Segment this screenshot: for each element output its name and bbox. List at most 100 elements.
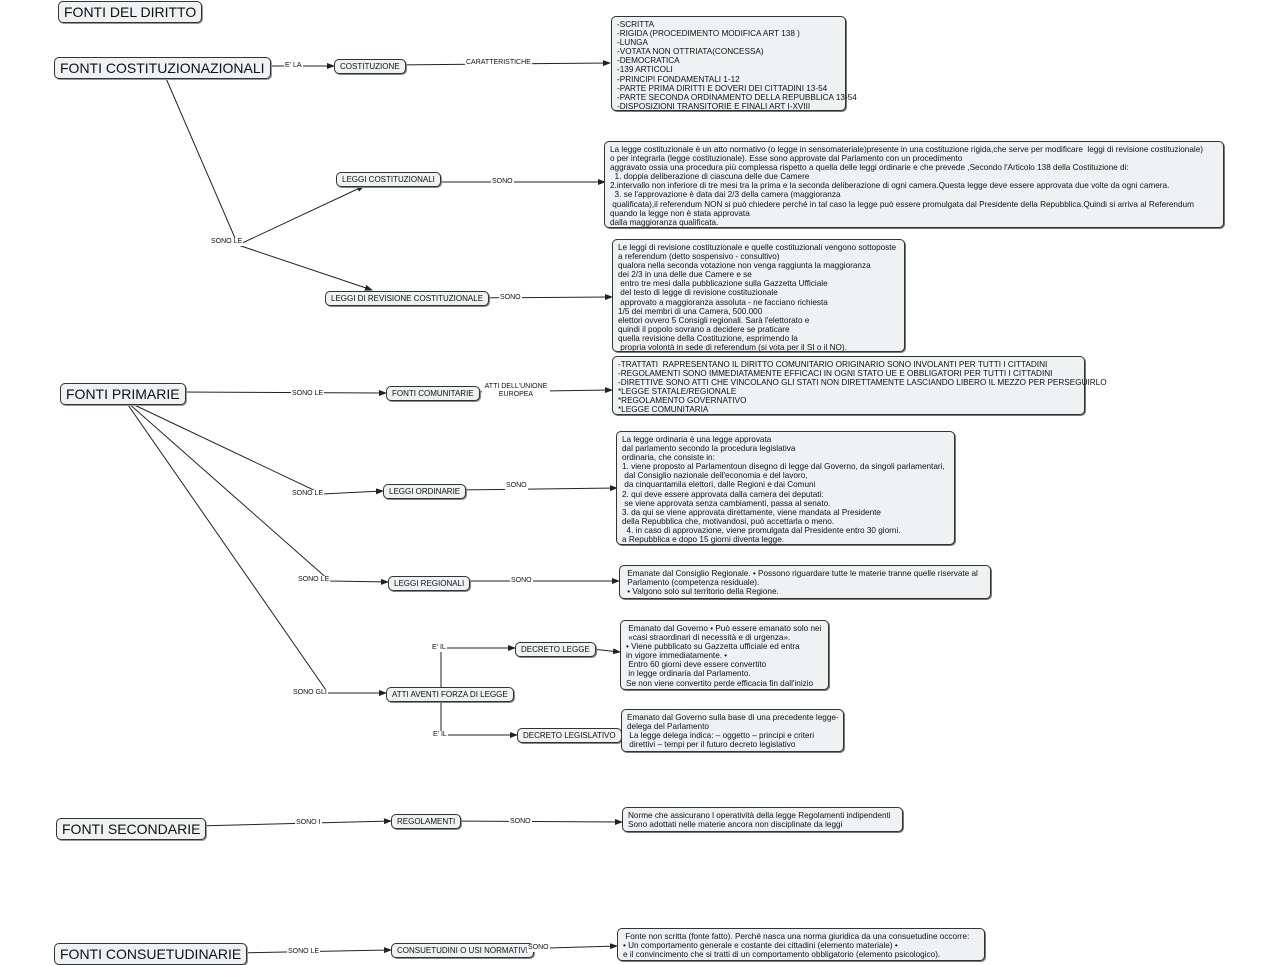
link-label-e-il: E' IL — [432, 731, 448, 739]
info-line: del testo di legge di revisione costituz… — [618, 288, 778, 298]
info-line: • Un comportamento generale e costante d… — [623, 941, 898, 951]
info-decreto-legge: Emanato dal Governo • Può essere emanato… — [620, 620, 829, 690]
node-leggi-regionali[interactable]: LEGGI REGIONALI — [388, 576, 471, 591]
link-line — [164, 75, 365, 246]
link-label-sono-le: SONO LE — [297, 576, 331, 584]
info-line: • Viene pubblicato su Gazzetta ufficiale… — [626, 642, 800, 652]
info-line: -PRINCIPI FONDAMENTALI 1-12 — [617, 74, 740, 84]
info-line: Fonte non scritta (fonte fatto). Perché … — [623, 932, 970, 941]
info-line: 1. viene proposto al Parlamentoun disegn… — [622, 462, 945, 472]
info-line: Entro 60 giorni deve essere convertito — [626, 660, 767, 670]
info-line: 1/5 dei membri di una Camera, 500.000 — [618, 306, 763, 316]
info-line: -DEMOCRATICA — [617, 56, 680, 66]
info-line: quella revisione della Costituzione, esp… — [618, 333, 798, 343]
info-line: a referendum (detto sospensivo - consult… — [618, 252, 780, 262]
link-label-sono-le: SONO LE — [210, 238, 244, 246]
node-decreto-legislativo[interactable]: DECRETO LEGISLATIVO — [517, 728, 622, 743]
node-consuetudini[interactable]: CONSUETUDINI O USI NORMATIVI — [391, 943, 534, 958]
info-line: -LUNGA — [617, 38, 648, 48]
info-line: quando la legge non è stata approvata — [610, 208, 750, 218]
info-line: *LEGGE STATALE/REGIONALE — [618, 387, 737, 397]
info-line: -REGOLAMENTI SONO IMMEDIATAMENTE EFFICAC… — [618, 369, 1053, 379]
info-leggi-revisione: Le leggi di revisione costituzionale e q… — [612, 239, 905, 352]
info-leggi-costituzionali: La legge costituzionale è un atto normat… — [604, 141, 1224, 228]
info-leggi-ordinarie: La legge ordinaria è una legge approvata… — [616, 431, 955, 545]
info-line: 2. qui deve essere approvata dalla camer… — [622, 489, 824, 499]
node-fonti-comunitarie[interactable]: FONTI COMUNITARIE — [386, 386, 480, 401]
info-line: 4. in caso di approvazione, viene promul… — [622, 525, 901, 535]
node-fonti-costituzionali[interactable]: FONTI COSTITUZIONAZIONALI — [54, 57, 271, 79]
info-line: approvato a maggioranza assoluta - ne fa… — [618, 297, 828, 307]
info-line: in legge ordinaria dal Parlamento. — [626, 669, 751, 679]
node-regolamenti[interactable]: REGOLAMENTI — [391, 814, 462, 829]
info-line: -RIGIDA (PROCEDIMENTO MODIFICA ART 138 ) — [617, 29, 800, 39]
link-label-sono-le: SONO LE — [287, 948, 321, 956]
info-line: Emanato dal Governo • Può essere emanato… — [626, 624, 822, 633]
info-caratteristiche-costituzione: -SCRITTA -RIGIDA (PROCEDIMENTO MODIFICA … — [611, 16, 857, 111]
info-line: -139 ARTICOLI — [617, 65, 673, 75]
info-line: La legge ordinaria è una legge approvata — [622, 435, 772, 444]
link-label-sono: SONO — [510, 577, 533, 585]
info-line: 2.intervallo non inferiore di tre mesi t… — [610, 181, 1170, 191]
node-atti-aventi-forza-di-legge[interactable]: ATTI AVENTI FORZA DI LEGGE — [386, 687, 514, 702]
link-label-atti-ue: ATTI DELL'UNIONE EUROPEA — [482, 383, 550, 399]
info-line: e il convincimento che si tratti di un c… — [623, 950, 941, 960]
node-leggi-costituzionali[interactable]: LEGGI COSTITUZIONALI — [336, 172, 441, 187]
info-line: *LEGGE COMUNITARIA — [618, 405, 709, 415]
info-line: La legge costituzionale è un atto normat… — [610, 145, 1204, 154]
info-line: dal Consiglio nazionale dell'economia e … — [622, 471, 808, 481]
link-label-sono-i: SONO I — [295, 819, 322, 827]
link-label-sono: SONO — [509, 818, 532, 826]
link-line — [447, 818, 623, 825]
info-line: Emanate dal Consiglio Regionale. • Posso… — [625, 569, 978, 578]
info-decreto-legislativo: Emanato dal Governo sulla base di una pr… — [621, 709, 844, 752]
link-line — [237, 244, 373, 291]
info-line: 3. se l'approvazione è data dai 2/3 dell… — [610, 190, 841, 200]
info-line: *REGOLAMENTO GOVERNATIVO — [618, 396, 747, 406]
link-line — [126, 401, 389, 585]
info-line: -DISPOSIZIONI TRANSITORIE E FINALI ART I… — [617, 101, 811, 111]
info-regolamenti: Norme che assicurano l operatività della… — [622, 807, 903, 832]
info-line: elettori ovvero 5 Consigli regionali. Sa… — [618, 315, 810, 325]
node-fonti-secondarie[interactable]: FONTI SECONDARIE — [56, 818, 207, 840]
link-label-sono: SONO — [491, 178, 514, 186]
info-line: • Valgono solo sul territorio della Regi… — [625, 587, 779, 597]
info-line: qualora nella seconda votazione non veng… — [618, 261, 871, 271]
node-decreto-legge[interactable]: DECRETO LEGGE — [515, 642, 596, 657]
info-line: dal parlamento secondo la procedura legi… — [622, 444, 796, 454]
info-line: ordinaria, che consiste in: — [622, 453, 715, 463]
info-line: della Repubblica che, motivandosi, può a… — [622, 516, 835, 526]
node-leggi-revisione-costituzionale[interactable]: LEGGI DI REVISIONE COSTITUZIONALE — [325, 291, 490, 306]
info-line: 3. da qui se viene approvata direttament… — [622, 507, 881, 517]
link-label-sono-gli: SONO GLI — [292, 689, 328, 697]
node-costituzione[interactable]: COSTITUZIONE — [334, 59, 406, 74]
info-line: dalla maggioranza qualificata. — [610, 217, 719, 227]
info-line: dei 2/3 in una delle due Camere e se — [618, 270, 752, 280]
info-line: -PARTE PRIMA DIRITTI E DOVERI DEI CITTAD… — [617, 83, 828, 93]
info-line: aggravato ossia una procedura più comple… — [610, 163, 1129, 173]
info-line: Norme che assicurano l operatività della… — [628, 811, 891, 820]
root-node[interactable]: FONTI DEL DIRITTO — [58, 1, 203, 23]
link-label-caratteristiche: CARATTERISTICHE — [465, 59, 532, 67]
link-line — [195, 818, 392, 827]
info-line: -PARTE SECONDA ORDINAMENTO DELLA REPUBBL… — [617, 92, 857, 102]
info-line: in vigore immediatamente. • — [626, 651, 728, 661]
info-line: -VOTATA NON OTTRIATA(CONCESSA) — [617, 47, 764, 57]
info-line: Le leggi di revisione costituzionale e q… — [618, 243, 897, 252]
link-label-e-la: E' LA — [284, 62, 303, 70]
link-line — [125, 401, 387, 696]
info-line: Emanato dal Governo sulla base di una pr… — [627, 713, 839, 722]
node-fonti-primarie[interactable]: FONTI PRIMARIE — [60, 383, 186, 405]
info-line: «casi straordinari di necessità e di urg… — [626, 633, 791, 643]
node-fonti-consuetudinarie[interactable]: FONTI CONSUETUDINARIE — [54, 943, 248, 965]
info-line: Sono adottati nelle materie ancora non d… — [628, 820, 843, 830]
link-label-e-il: E' IL — [431, 644, 447, 652]
info-line: propria volontà in sede di referendum (s… — [618, 343, 847, 353]
info-line: direttivi – tempi per il futuro decreto … — [627, 740, 796, 750]
info-line: da cinquantamila elettori, dalle Regioni… — [622, 480, 816, 490]
link-line — [127, 401, 384, 495]
info-line: 1. doppia deliberazione di ciascuna dell… — [610, 172, 810, 182]
node-leggi-ordinarie[interactable]: LEGGI ORDINARIE — [383, 484, 467, 499]
info-line: La legge delega indica: – oggetto – prin… — [627, 731, 815, 741]
link-line — [179, 389, 387, 396]
